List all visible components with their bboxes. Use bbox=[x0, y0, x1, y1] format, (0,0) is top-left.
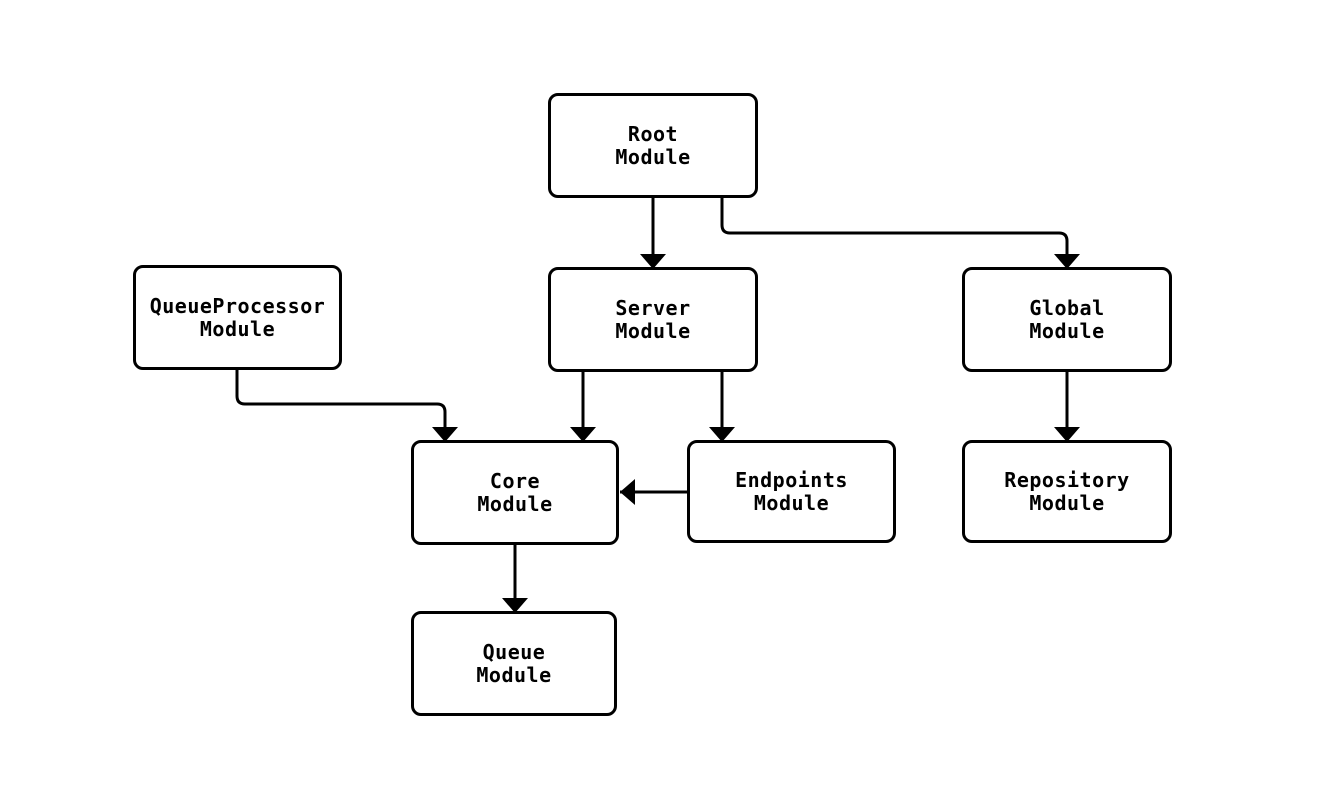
node-repository-module-label: Repository Module bbox=[1004, 467, 1130, 515]
node-server-module: Server Module bbox=[548, 267, 758, 372]
node-queueprocessor-module: QueueProcessor Module bbox=[133, 265, 342, 370]
node-repository-module: Repository Module bbox=[962, 440, 1172, 543]
node-root-module: Root Module bbox=[548, 93, 758, 198]
node-queue-module: Queue Module bbox=[411, 611, 617, 716]
node-global-module: Global Module bbox=[962, 267, 1172, 372]
node-queueprocessor-module-label: QueueProcessor Module bbox=[149, 293, 326, 341]
node-root-module-label: Root Module bbox=[615, 121, 691, 169]
node-server-module-label: Server Module bbox=[615, 295, 691, 343]
node-queue-module-label: Queue Module bbox=[476, 639, 552, 687]
node-endpoints-module: Endpoints Module bbox=[687, 440, 896, 543]
edge-root-to-global bbox=[720, 198, 1080, 269]
node-core-module-label: Core Module bbox=[477, 468, 553, 516]
node-core-module: Core Module bbox=[411, 440, 619, 545]
edge-queueprocessor-to-core bbox=[235, 370, 458, 442]
node-global-module-label: Global Module bbox=[1029, 295, 1105, 343]
node-endpoints-module-label: Endpoints Module bbox=[735, 467, 848, 515]
